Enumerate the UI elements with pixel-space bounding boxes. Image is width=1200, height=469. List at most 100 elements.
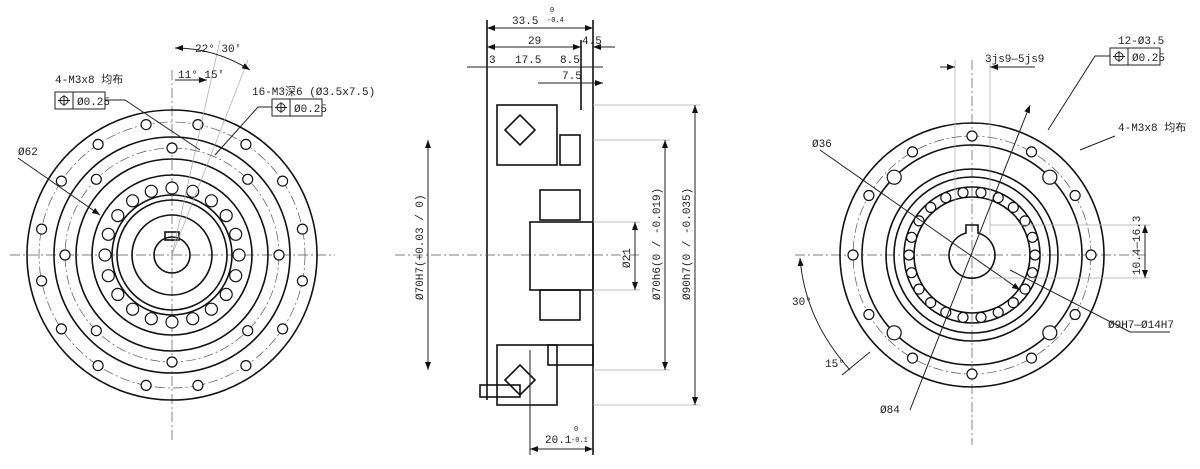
bolt-hole	[296, 275, 308, 287]
angle-22-30: 22° 30'	[195, 44, 241, 56]
bearing-roller	[111, 209, 125, 223]
bolt-hole	[240, 360, 252, 372]
bolt-hole	[906, 146, 919, 158]
tol-lower: -0.1	[571, 437, 588, 445]
bearing-roller	[165, 315, 179, 329]
dim-20-1: 20.1	[545, 435, 572, 447]
bearing-roller	[229, 227, 243, 241]
bolt-hole	[1025, 352, 1038, 364]
bolt-hole	[140, 118, 152, 131]
bolt-hole	[55, 175, 68, 187]
callout-16-m3: 16-M3深6 (Ø3.5x7.5)	[252, 85, 375, 99]
bearing-roller	[940, 192, 952, 204]
bearing-roller	[186, 312, 200, 326]
bearing-roller	[204, 194, 218, 208]
callout-4-m3x8: 4-M3x8 均布	[55, 73, 123, 87]
bolt-hole	[847, 249, 859, 261]
bearing-roller	[905, 267, 918, 279]
bearing-roller	[1029, 249, 1041, 261]
bearing-roller	[1019, 215, 1031, 227]
callout-12-holes: 12-Ø3.5	[1118, 36, 1164, 48]
bearing-roller	[144, 184, 158, 198]
bolt-hole	[863, 189, 875, 202]
angle-15: 15°	[825, 359, 845, 371]
bearing-roller	[126, 194, 140, 208]
dim-17-5: 17.5	[515, 55, 541, 67]
threaded-hole	[1042, 325, 1058, 341]
bolt-hole	[296, 223, 308, 235]
callout-4-m3x8: 4-M3x8 均布	[1118, 121, 1186, 135]
threaded-hole	[166, 356, 178, 368]
keyway-width: 3js9—5js9	[985, 54, 1044, 66]
angle-30: 30°	[792, 297, 812, 309]
dim-3: 3	[489, 55, 496, 67]
bolt-hole	[92, 138, 104, 150]
dia-70h6: Ø70h6(0 / -0.019)	[652, 188, 664, 300]
bolt-hole	[863, 308, 875, 321]
threaded-hole	[166, 142, 178, 154]
bearing-roller	[98, 248, 112, 262]
bearing-roller	[1026, 267, 1039, 279]
bearing-roller	[940, 306, 952, 318]
bolt-hole	[966, 130, 978, 142]
bearing-roller	[219, 209, 233, 223]
bearing-roller	[925, 201, 937, 213]
threaded-hole	[886, 169, 902, 185]
bearing-roller	[126, 302, 140, 316]
position-tolerance-icon	[58, 95, 70, 106]
dim-overall: 33.5	[512, 16, 538, 28]
diameter-84: Ø84	[880, 405, 900, 417]
bearing-roller	[204, 302, 218, 316]
threaded-hole	[242, 325, 254, 337]
bolt-hole	[966, 368, 978, 380]
bolt-hole	[1069, 189, 1081, 202]
bolt-hole	[277, 323, 289, 335]
bearing-roller	[992, 306, 1004, 318]
rear-view-input: 3js9—5js9 12-Ø3.5 Ø0.25 4-M3x8 均布 Ø36 10…	[792, 36, 1186, 445]
threaded-hole	[242, 173, 254, 185]
bolt-hole	[35, 223, 48, 235]
key-height: 10.4—16.3	[1132, 216, 1144, 275]
bolt-hole	[140, 379, 152, 391]
dim-4-5: 4.5	[582, 36, 602, 48]
bearing-roller	[975, 187, 987, 199]
bolt-hole	[277, 175, 289, 187]
position-tolerance-icon	[275, 102, 287, 113]
bearing-roller	[165, 181, 179, 195]
bolt-hole	[1069, 308, 1081, 321]
dim-29: 29	[528, 36, 541, 48]
bearing-roller	[111, 287, 125, 301]
bolt-hole	[35, 275, 48, 287]
tolerance-value: Ø0.25	[294, 104, 327, 116]
bolt-hole	[92, 360, 104, 372]
bearing-roller	[101, 269, 115, 283]
bearing-roller	[1007, 201, 1019, 213]
dia-21: Ø21	[622, 248, 634, 268]
bearing-roller	[101, 227, 115, 241]
tol-upper: 0	[574, 426, 578, 434]
bearing-roller	[925, 297, 937, 309]
threaded-hole	[90, 173, 102, 185]
bearing-roller	[913, 215, 925, 227]
tol-lower: -0.4	[547, 17, 564, 25]
bearing-roller	[957, 311, 969, 323]
bearing-roller	[903, 249, 915, 261]
threaded-hole	[59, 249, 71, 261]
threaded-hole	[273, 249, 285, 261]
diameter-36: Ø36	[812, 139, 832, 151]
bearing-roller	[232, 248, 246, 262]
threaded-hole	[1042, 169, 1058, 185]
bolt-hole	[1085, 249, 1097, 261]
bolt-hole	[55, 323, 68, 335]
bearing-roller	[229, 269, 243, 283]
bearing-roller	[1007, 297, 1019, 309]
bearing-roller	[144, 312, 158, 326]
dia-90h7: Ø90h7(0 / -0.035)	[682, 188, 694, 300]
bearing-roller	[913, 283, 925, 295]
dia-70H7: Ø70H7(+0.03 / 0)	[415, 194, 427, 300]
tolerance-value: Ø0.25	[1132, 53, 1165, 65]
bolt-hole	[906, 352, 919, 364]
front-view-output: 22° 30' 11° 15' 4-M3x8 均布 Ø0.25 16-M3深6 …	[10, 39, 375, 440]
bearing-roller	[1019, 283, 1031, 295]
